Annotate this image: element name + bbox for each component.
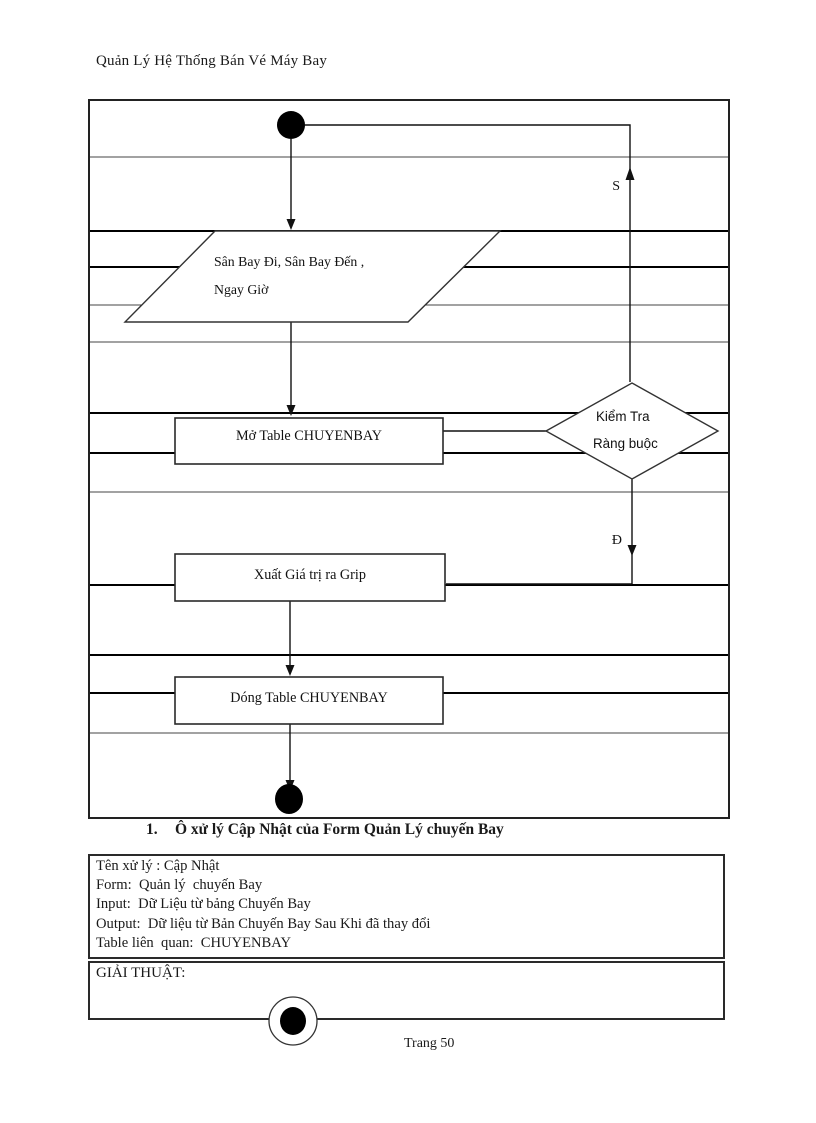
caption-number: 1.: [146, 821, 158, 838]
open-table-label: Mở Table CHUYENBAY: [236, 428, 382, 444]
arrowhead-down-icon: [286, 219, 296, 230]
info-line-table: Table liên quan: CHUYENBAY: [96, 934, 292, 951]
output-grid-box: [174, 553, 446, 602]
process-info-row: Tên xử lý : Cập Nhật Form: Quản lý chuyế…: [88, 854, 725, 960]
info-line-form: Form: Quản lý chuyến Bay: [96, 877, 263, 894]
decision-label-line1: Kiểm Tra: [596, 409, 650, 424]
grid-row-lines: [90, 156, 728, 734]
info-line-input: Input: Dữ Liệu từ bảng Chuyến Bay: [96, 896, 311, 913]
input-label-line2: Ngay Giờ: [214, 282, 269, 297]
arrowhead-down-icon: [627, 545, 637, 556]
decision-label-line2: Ràng buộc: [593, 436, 658, 451]
algorithm-row: GIẢI THUẬT:: [88, 961, 725, 1021]
output-grid-label: Xuất Giá trị ra Grip: [254, 567, 366, 583]
branch-no-label: S: [612, 179, 620, 194]
process-info-table: Tên xử lý : Cập Nhật Form: Quản lý chuyế…: [88, 854, 725, 1021]
decision-diamond: [544, 382, 720, 480]
algorithm-label: GIẢI THUẬT:: [96, 965, 186, 982]
info-line-output: Output: Dữ liệu từ Bản Chuyến Bay Sau Kh…: [96, 915, 431, 932]
caption-text: Ô xử lý Cập Nhật của Form Quản Lý chuyến…: [175, 821, 504, 838]
info-line-ten-xu-ly: Tên xử lý : Cập Nhật: [96, 858, 220, 874]
end-node: [275, 784, 303, 814]
flowchart-frame: [88, 99, 730, 819]
open-table-box: [174, 417, 444, 465]
arrowhead-down-icon: [285, 780, 295, 791]
arrowhead-down-icon: [285, 665, 295, 676]
close-table-label: Dóng Table CHUYENBAY: [230, 690, 387, 706]
arrowhead-up-icon: [625, 167, 635, 180]
flow-connectors: [289, 124, 633, 786]
connector-loop-back: [305, 124, 631, 382]
page-number: Trang 50: [404, 1036, 455, 1051]
close-table-box: [174, 676, 444, 725]
page-header-title: Quản Lý Hệ Thống Bán Vé Máy Bay: [96, 53, 328, 69]
input-label-line1: Sân Bay Đi, Sân Bay Đến ,: [214, 254, 364, 269]
branch-yes-label: Đ: [612, 533, 622, 548]
input-parallelogram: [123, 230, 502, 323]
flowchart-caption: 1. Ô xử lý Cập Nhật của Form Quản Lý chuy…: [146, 821, 504, 839]
start-node: [277, 111, 305, 139]
arrowhead-down-icon: [286, 405, 296, 416]
arrow-heads: [285, 167, 637, 791]
